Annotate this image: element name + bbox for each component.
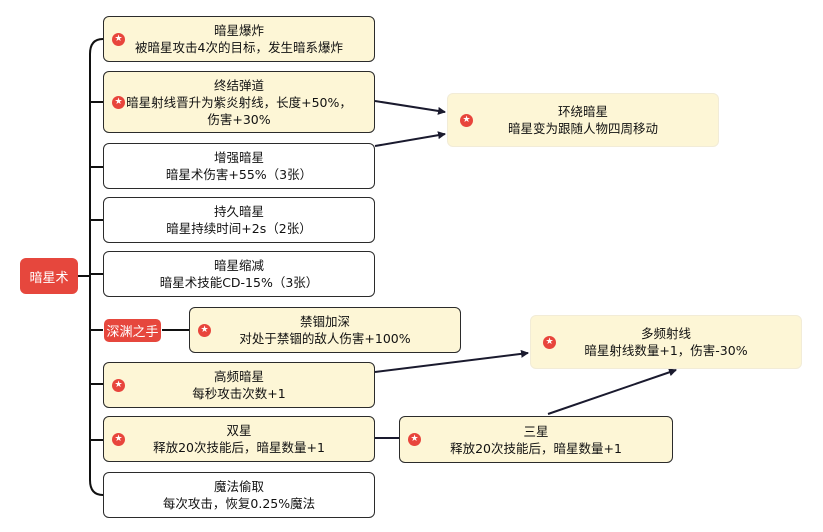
node-desc-line2: 伤害+30% [207, 111, 271, 127]
star-badge-icon: ★ [112, 379, 125, 392]
node-dark-star-shrink[interactable]: 暗星缩减 暗星术技能CD-15%（3张） [103, 251, 375, 297]
node-desc: 每秒攻击次数+1 [192, 386, 286, 401]
node-dark-star-burst[interactable]: ★ 暗星爆炸 被暗星攻击4次的目标，发生暗系爆炸 [103, 16, 375, 62]
node-title: 高频暗星 [213, 369, 264, 384]
node-title: 持久暗星 [213, 204, 264, 219]
node-title: 增强暗星 [213, 150, 264, 165]
arrow-triple-to-multiray [547, 368, 677, 415]
node-desc: 暗星持续时间+2s（2张） [166, 221, 312, 236]
branch-node-abyss-hand[interactable]: 深渊之手 [103, 318, 162, 343]
node-multi-frequency-ray[interactable]: ★ 多频射线 暗星射线数量+1，伤害-30% [530, 315, 802, 369]
node-title: 双星 [226, 423, 252, 438]
star-badge-icon: ★ [408, 433, 421, 446]
node-desc: 暗星变为跟随人物四周移动 [507, 121, 658, 136]
node-desc: 释放20次技能后，暗星数量+1 [450, 440, 622, 456]
node-desc: 暗星术技能CD-15%（3张） [159, 275, 319, 290]
node-title: 三星 [523, 423, 549, 439]
node-magic-steal[interactable]: 魔法偷取 每次攻击，恢复0.25%魔法 [103, 472, 375, 518]
node-desc: 对处于禁锢的敌人伤害+100% [239, 331, 411, 346]
branch-label: 深渊之手 [106, 325, 159, 340]
root-node[interactable]: 暗星术 [20, 258, 78, 294]
node-desc: 暗星术伤害+55%（3张） [165, 167, 313, 182]
node-desc: 被暗星攻击4次的目标，发生暗系爆炸 [135, 40, 343, 55]
root-label: 暗星术 [29, 270, 69, 286]
node-imprison-deepen[interactable]: ★ 禁锢加深 对处于禁锢的敌人伤害+100% [189, 307, 461, 353]
star-badge-icon: ★ [112, 33, 125, 46]
star-badge-icon: ★ [112, 433, 125, 446]
node-lasting-dark-star[interactable]: 持久暗星 暗星持续时间+2s（2张） [103, 197, 375, 243]
node-high-frequency-dark-star[interactable]: ★ 高频暗星 每秒攻击次数+1 [103, 362, 375, 408]
node-final-trajectory[interactable]: ★ 终结弹道 暗星射线晋升为紫炎射线，长度+50%， 伤害+30% [103, 71, 375, 133]
node-title: 暗星缩减 [213, 258, 264, 273]
arrow-final-to-surround [374, 100, 446, 115]
tree-connector [89, 38, 104, 496]
node-desc: 每次攻击，恢复0.25%魔法 [162, 496, 316, 511]
node-enhance-dark-star[interactable]: 增强暗星 暗星术伤害+55%（3张） [103, 143, 375, 189]
star-badge-icon: ★ [543, 336, 556, 349]
arrow-enhance-to-surround [374, 131, 446, 147]
node-desc: 暗星射线晋升为紫炎射线，长度+50%， [126, 94, 352, 110]
node-desc: 暗星射线数量+1，伤害-30% [584, 343, 748, 358]
arrow-highfreq-to-multiray [374, 349, 529, 373]
node-triple-star[interactable]: ★ 三星 释放20次技能后，暗星数量+1 [399, 416, 673, 463]
node-title: 魔法偷取 [213, 479, 264, 494]
node-title: 终结弹道 [213, 77, 264, 93]
node-surround-dark-star[interactable]: ★ 环绕暗星 暗星变为跟随人物四周移动 [447, 93, 719, 147]
star-badge-icon: ★ [198, 324, 211, 337]
node-title: 暗星爆炸 [213, 23, 264, 38]
node-title: 禁锢加深 [299, 314, 350, 329]
star-badge-icon: ★ [460, 114, 473, 127]
node-desc: 释放20次技能后，暗星数量+1 [153, 440, 325, 455]
node-title: 环绕暗星 [557, 104, 608, 119]
star-badge-icon: ★ [112, 96, 125, 109]
node-title: 多频射线 [640, 326, 691, 341]
node-double-star[interactable]: ★ 双星 释放20次技能后，暗星数量+1 [103, 416, 375, 462]
